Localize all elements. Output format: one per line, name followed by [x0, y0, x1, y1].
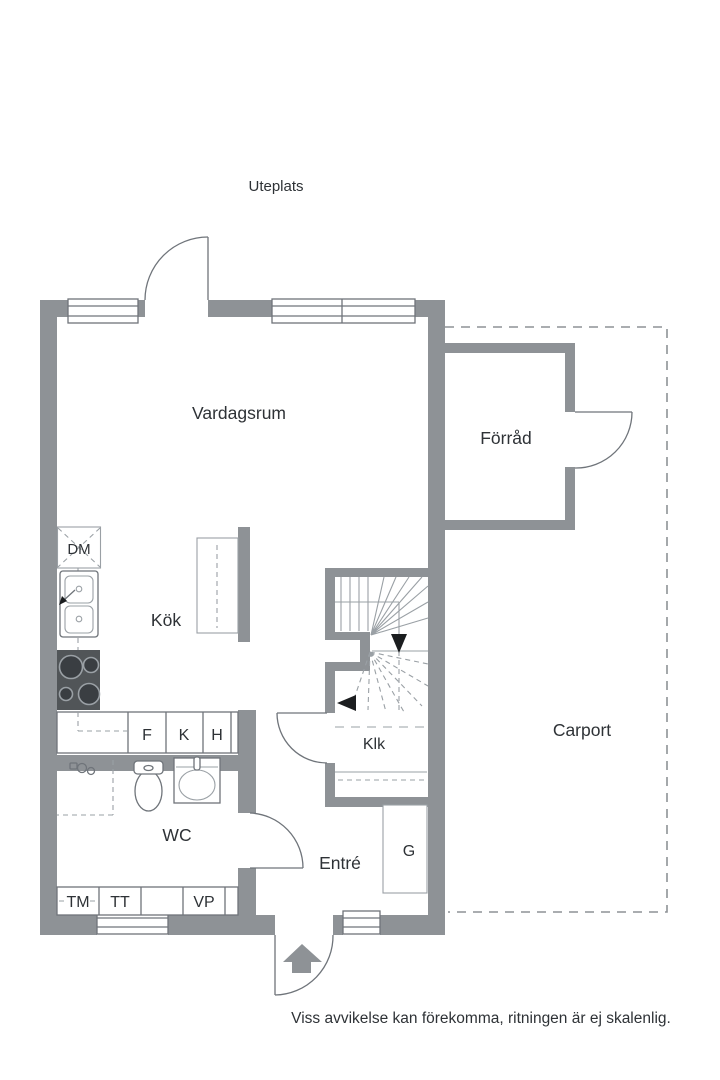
wall-bottom-seg [333, 915, 343, 935]
wall-stairs-left [325, 568, 335, 632]
wall-forrad-right [565, 343, 575, 412]
shower-mixer-icon [69, 762, 96, 776]
label-dm: DM [67, 541, 90, 558]
wall-wc-divider [238, 868, 256, 915]
stove [57, 650, 101, 710]
toilet [133, 760, 164, 812]
label-tt: TT [110, 894, 130, 911]
disclaimer-text: Viss avvikelse kan förekomma, ritningen … [291, 1010, 671, 1027]
wall-forrad-bottom [443, 520, 575, 530]
kitchen-sink [59, 570, 99, 638]
wall-forrad-right [565, 467, 575, 530]
label-k: K [179, 727, 190, 744]
stair-down-arrow-icon [391, 634, 407, 653]
label-g: G [403, 843, 415, 860]
label-uteplats: Uteplats [248, 178, 303, 195]
stairs [335, 576, 429, 728]
shower [57, 760, 114, 816]
label-forrad: Förråd [480, 428, 532, 448]
dishwasher [56, 526, 102, 569]
wall-bottom-seg [40, 915, 97, 935]
door-patio [144, 236, 209, 301]
label-carport: Carport [553, 720, 611, 740]
door-wc [249, 812, 304, 869]
laundry-cabinet-row [56, 886, 239, 916]
entry-arrow-icon [283, 944, 322, 973]
kitchen-island-counter [196, 537, 239, 634]
stair-left-arrow-icon [337, 695, 356, 711]
washbasin [173, 756, 221, 804]
kitchen-cabinet-row [56, 711, 239, 754]
wall-layer [40, 300, 575, 935]
wall-bottom-seg [380, 915, 445, 935]
window-top-left [67, 298, 139, 324]
wall-left [40, 300, 57, 935]
wall-stairs-notch [325, 632, 370, 640]
label-vp: VP [193, 894, 214, 911]
window-bottom-left [96, 910, 169, 935]
wall-bottom-seg [168, 915, 275, 935]
window-top-right [271, 298, 416, 324]
label-h: H [211, 727, 223, 744]
g-closet [382, 804, 428, 894]
window-bottom-right [342, 910, 381, 935]
label-kok: Kök [151, 610, 181, 630]
door-klk [276, 712, 328, 764]
wall-stairs-notch [360, 640, 370, 670]
wall-klk-bottom [325, 797, 445, 807]
label-tm: TM [66, 894, 89, 911]
wall-top-seg [40, 300, 68, 317]
wall-stairs-top [325, 568, 428, 577]
door-forrad [574, 411, 633, 469]
wall-right [428, 300, 445, 935]
label-klk: Klk [363, 736, 386, 753]
carport-boundary [445, 326, 668, 913]
wall-forrad-top [443, 343, 575, 353]
label-entre: Entré [319, 853, 361, 873]
wall-kitchen-island [238, 527, 250, 642]
label-f: F [142, 727, 152, 744]
label-wc: WC [162, 825, 191, 845]
wall-top-seg [415, 300, 445, 317]
wall-top-seg [208, 300, 272, 317]
door-entry [274, 934, 334, 996]
label-vardagsrum: Vardagsrum [192, 403, 286, 423]
wall-klk-left [325, 763, 335, 807]
wall-stairs-notch [325, 662, 370, 671]
klk-shelf [335, 771, 427, 781]
wall-klk-left [325, 671, 335, 713]
wall-top-seg [138, 300, 145, 317]
